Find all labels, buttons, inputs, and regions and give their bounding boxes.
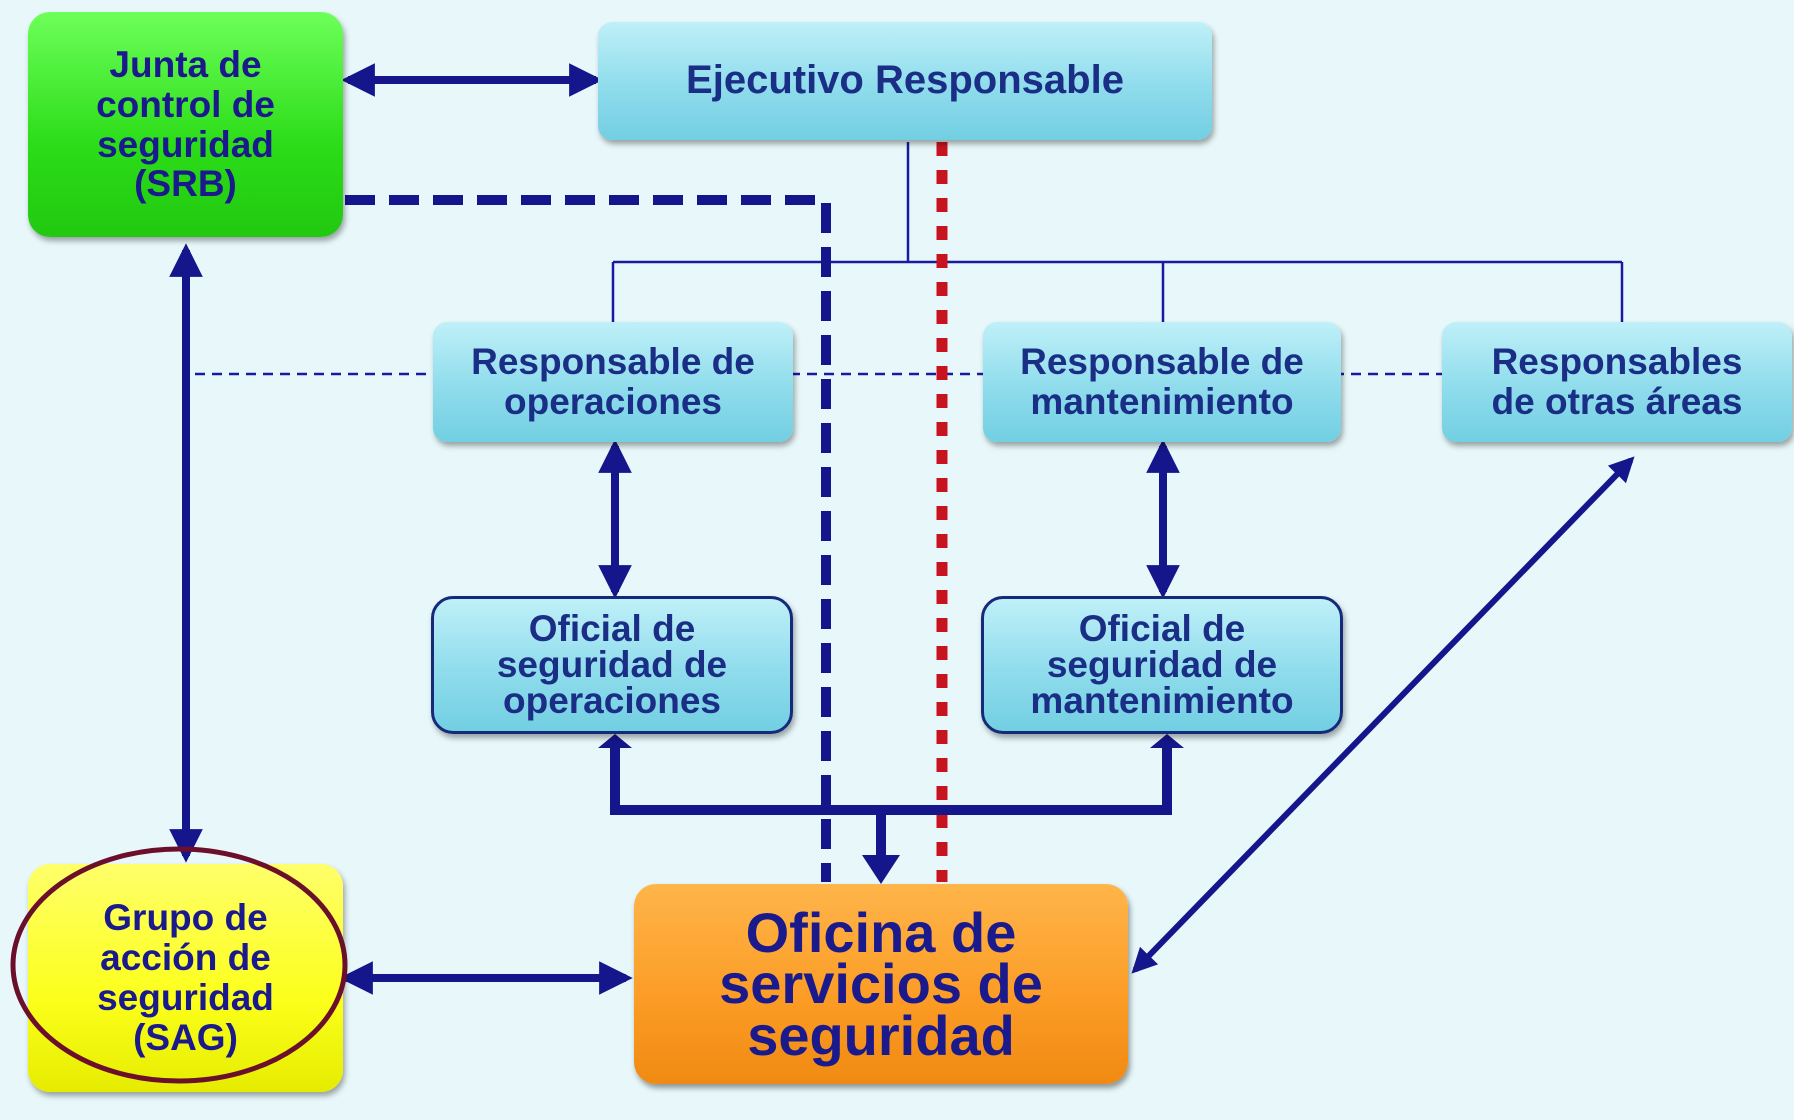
org-tree-lines xyxy=(611,142,1624,322)
bracket-arrowhead-left xyxy=(598,734,632,748)
officers-bracket xyxy=(610,744,1172,815)
srb-box: Junta de control de seguridad (SRB) xyxy=(28,12,343,237)
ops-safety-officer-box: Oficial de seguridad de operaciones xyxy=(431,596,793,734)
safety-office-label: Oficina de servicios de seguridad xyxy=(719,900,1043,1067)
other-areas-box: Responsables de otras áreas xyxy=(1442,322,1792,442)
maint-safety-officer-label: Oficial de seguridad de mantenimiento xyxy=(1030,607,1294,722)
safety-office-box: Oficina de servicios de seguridad xyxy=(634,884,1128,1084)
executive-label: Ejecutivo Responsable xyxy=(686,58,1124,103)
sag-label: Grupo de acción de seguridad (SAG) xyxy=(97,897,274,1058)
other-areas-label: Responsables de otras áreas xyxy=(1491,341,1743,422)
srb-label: Junta de control de seguridad (SRB) xyxy=(96,43,275,205)
bracket-arrowhead-right xyxy=(1150,734,1184,748)
ops-manager-label: Responsable de operaciones xyxy=(471,341,755,422)
arrow-group xyxy=(169,63,1635,995)
sag-box: Grupo de acción de seguridad (SAG) xyxy=(28,864,343,1092)
maint-safety-officer-box: Oficial de seguridad de mantenimiento xyxy=(981,596,1343,734)
executive-box: Ejecutivo Responsable xyxy=(598,22,1212,140)
maint-manager-label: Responsable de mantenimiento xyxy=(1020,341,1304,422)
bracket-stem-arrowhead xyxy=(862,855,900,884)
other-areas-office-arrow xyxy=(1131,456,1635,974)
srb-to-office-dashed-line xyxy=(345,195,831,882)
maint-manager-box: Responsable de mantenimiento xyxy=(983,322,1341,442)
ops-safety-officer-label: Oficial de seguridad de operaciones xyxy=(496,607,728,722)
ops-manager-box: Responsable de operaciones xyxy=(433,322,793,442)
